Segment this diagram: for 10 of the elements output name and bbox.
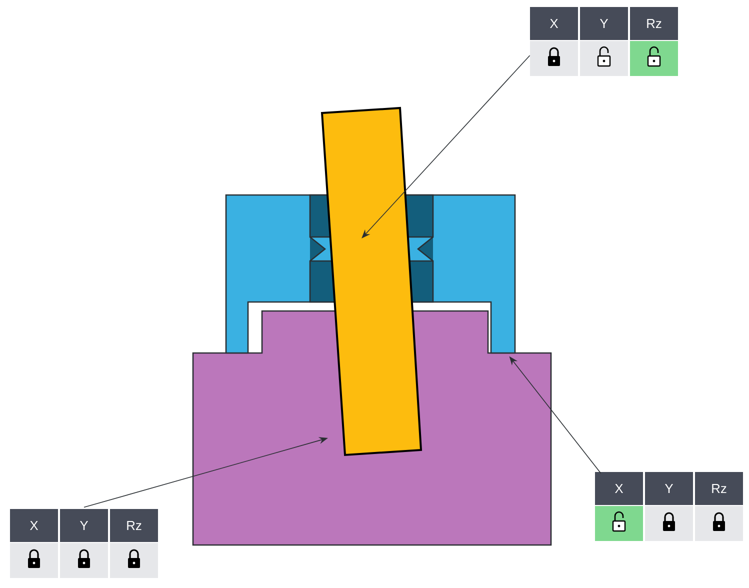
header-cell: Rz — [695, 472, 743, 505]
header-cell: X — [10, 509, 58, 542]
header-cell: X — [595, 472, 643, 505]
header-cell: Rz — [630, 7, 678, 40]
header-cell: Y — [580, 7, 628, 40]
leader-line — [362, 55, 530, 238]
header-cell: Rz — [110, 509, 158, 542]
header-cell: X — [530, 7, 578, 40]
header-cell: Y — [645, 472, 693, 505]
header-cell: Y — [60, 509, 108, 542]
